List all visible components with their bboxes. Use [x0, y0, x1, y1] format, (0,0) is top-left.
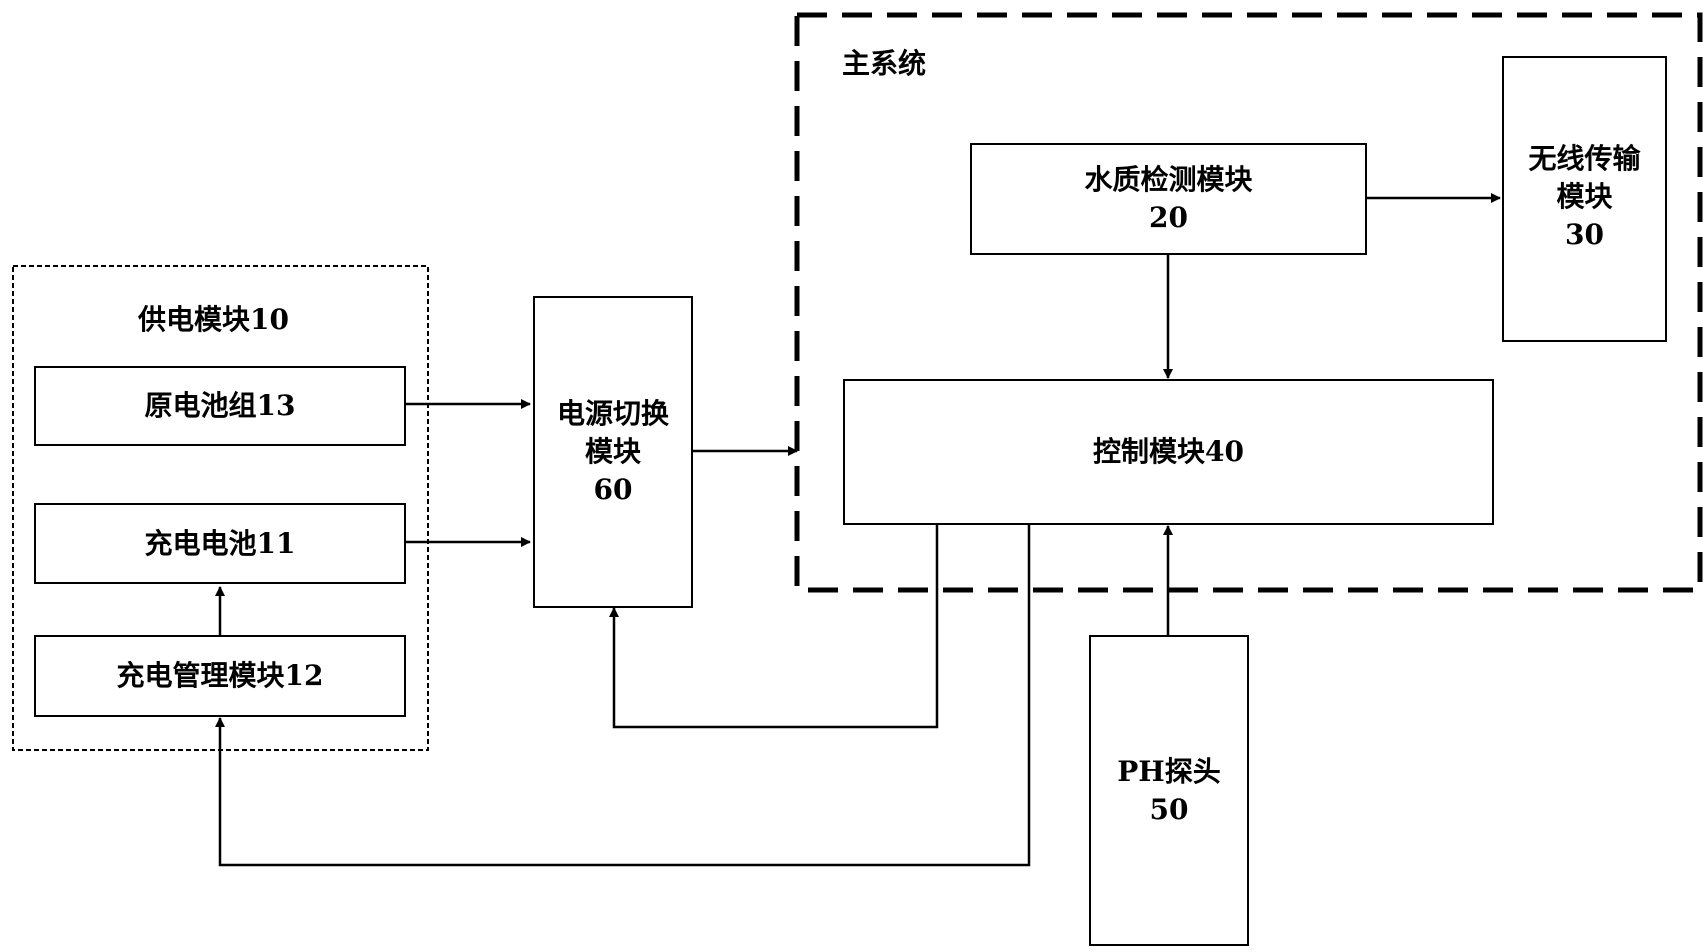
control-label: 控制模块40 [1093, 435, 1244, 468]
main-system-group-border [794, 12, 1703, 593]
power-switch-box: 电源切换 模块 60 [533, 296, 693, 608]
arrow-control-to-charge-mgmt [215, 524, 1031, 867]
primary-battery-box: 原电池组13 [34, 366, 406, 446]
control-box: 控制模块40 [843, 379, 1494, 525]
main-system-group-title: 主系统 [842, 47, 927, 80]
charge-management-label: 充电管理模块12 [116, 659, 324, 692]
rechargeable-battery-box: 充电电池11 [34, 503, 406, 584]
water-quality-number: 20 [1149, 201, 1188, 234]
wireless-box: 无线传输 模块 30 [1502, 56, 1667, 342]
ph-probe-number: 50 [1149, 792, 1189, 826]
charge-management-box: 充电管理模块12 [34, 635, 406, 717]
ph-probe-box: PH探头 50 [1089, 635, 1249, 946]
power-switch-number: 60 [593, 473, 633, 506]
wireless-number: 30 [1565, 218, 1604, 251]
wireless-line1: 无线传输 [1528, 142, 1641, 175]
power-supply-group-title: 供电模块10 [138, 303, 289, 336]
water-quality-line1: 水质检测模块 [1084, 163, 1253, 196]
wireless-line2: 模块 [1556, 180, 1613, 213]
primary-battery-label: 原电池组13 [144, 389, 296, 422]
ph-probe-line1: PH探头 [1117, 754, 1221, 788]
power-switch-line2: 模块 [584, 435, 641, 468]
power-switch-line1: 电源切换 [556, 397, 669, 430]
arrow-control-to-switch [609, 524, 939, 729]
rechargeable-battery-label: 充电电池11 [144, 526, 296, 560]
water-quality-box: 水质检测模块 20 [970, 143, 1367, 255]
